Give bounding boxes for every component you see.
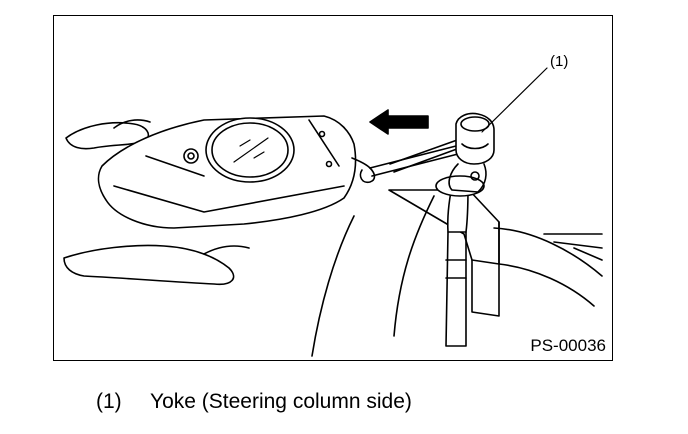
illustration: [63, 67, 603, 357]
legend-number: (1): [96, 390, 122, 413]
diagram-frame: (1) PS-00036: [53, 15, 613, 361]
mounting-block: [311, 189, 603, 357]
pull-direction-arrow: [369, 109, 429, 135]
callout-label-1: (1): [550, 53, 569, 70]
legend-item: (1) Yoke (Steering column side): [96, 390, 412, 414]
legend-text: Yoke (Steering column side): [150, 390, 412, 413]
yoke: [448, 112, 495, 193]
spring-gauge: [97, 115, 357, 229]
steering-shaft: [435, 175, 485, 347]
callout-leader: [481, 67, 548, 133]
support-hand: [63, 244, 250, 286]
figure-code: PS-00036: [530, 336, 606, 355]
